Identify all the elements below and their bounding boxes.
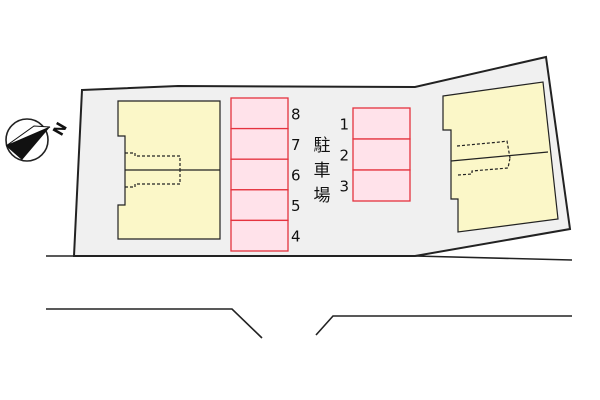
parking-stalls-left: 8 7 6 5 4 bbox=[230, 97, 301, 252]
building-right bbox=[442, 81, 559, 233]
parking-stall-7 bbox=[230, 127, 289, 160]
parking-stall-8 bbox=[230, 97, 289, 130]
parking-stalls-right: 1 2 3 bbox=[339, 107, 411, 202]
parking-stall-3 bbox=[352, 169, 411, 202]
stall-number-1: 1 bbox=[339, 116, 349, 134]
parking-stall-5 bbox=[230, 189, 289, 222]
stall-number-3: 3 bbox=[339, 178, 349, 196]
stall-number-2: 2 bbox=[339, 147, 349, 165]
parking-label-char-3: 場 bbox=[314, 186, 331, 206]
parking-stall-4 bbox=[230, 219, 289, 252]
building-right-dashed-outline bbox=[456, 140, 511, 176]
road-bottom-edge-left bbox=[46, 308, 263, 339]
parking-stall-1 bbox=[352, 107, 411, 140]
parking-label-char-2: 車 bbox=[314, 161, 331, 181]
north-arrow-icon: N bbox=[5, 118, 71, 162]
stall-number-4: 4 bbox=[291, 228, 301, 246]
road-bottom-edge-right bbox=[315, 315, 572, 336]
building-left-dashed-outline bbox=[125, 152, 181, 188]
compass-north-label: N bbox=[49, 119, 71, 139]
building-left bbox=[117, 100, 221, 240]
parking-stall-6 bbox=[230, 158, 289, 191]
stall-number-6: 6 bbox=[291, 167, 301, 185]
stall-number-8: 8 bbox=[291, 105, 301, 123]
stall-number-7: 7 bbox=[291, 136, 301, 154]
stall-number-5: 5 bbox=[291, 197, 301, 215]
road-top-edge-right bbox=[414, 255, 573, 261]
parking-label-char-1: 駐 bbox=[314, 136, 331, 156]
parking-stall-2 bbox=[352, 138, 411, 171]
parking-lot-label: 駐 車 場 bbox=[314, 136, 331, 206]
road-lines bbox=[46, 255, 573, 339]
